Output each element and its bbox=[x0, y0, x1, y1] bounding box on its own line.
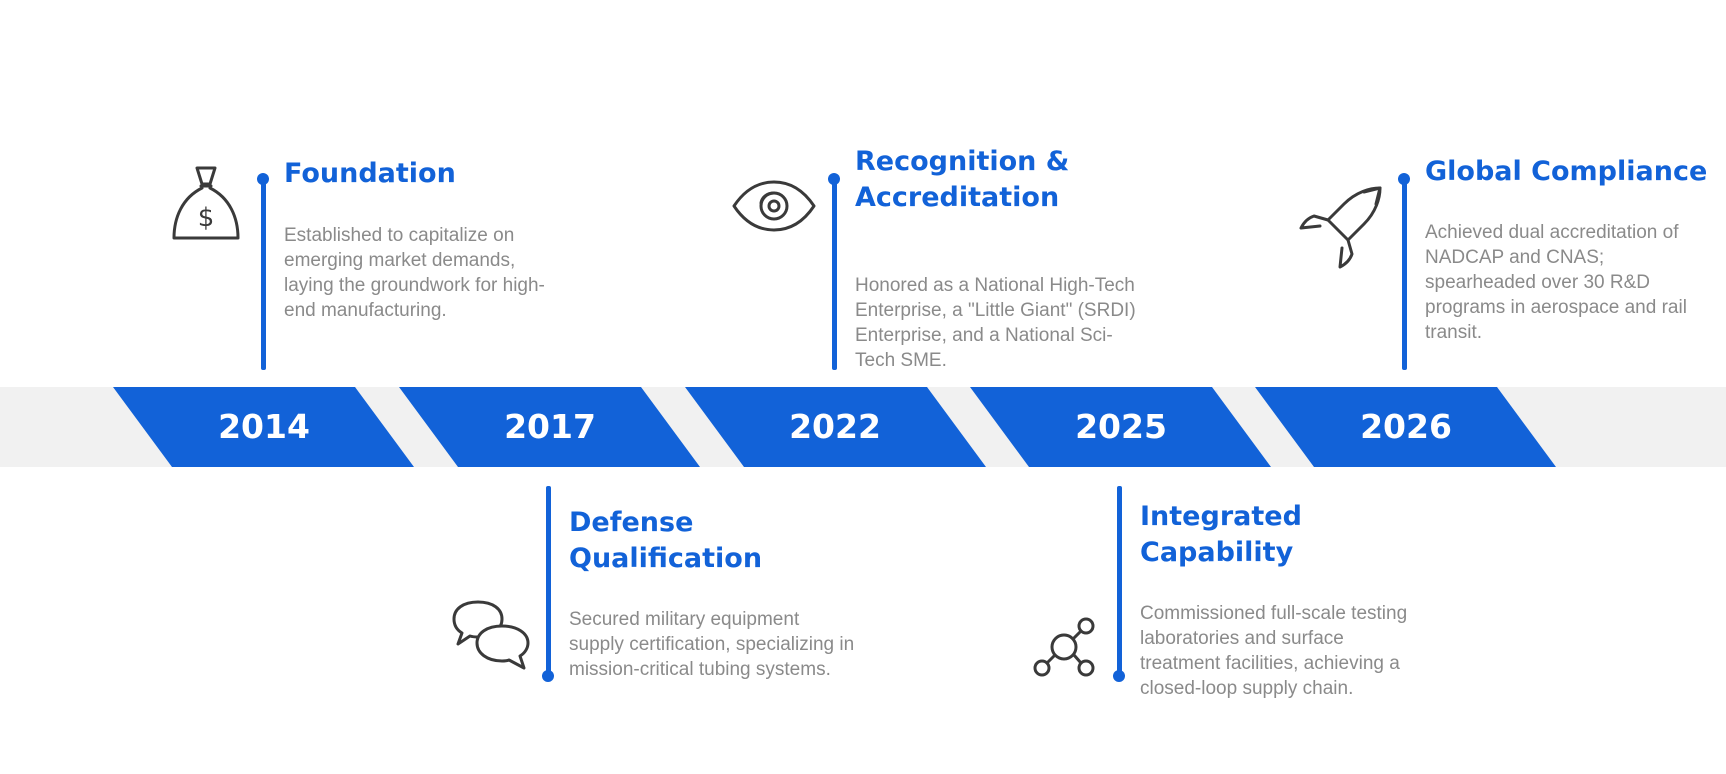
milestone-description: Achieved dual accreditation of NADCAP an… bbox=[1425, 222, 1687, 343]
chevron-2022 bbox=[685, 387, 986, 467]
svg-text:$: $ bbox=[198, 203, 215, 233]
connector-line bbox=[546, 486, 551, 675]
milestone-title: Foundation bbox=[284, 158, 456, 189]
connector-line bbox=[1402, 178, 1407, 370]
milestone-title: Integrated Capability bbox=[1140, 501, 1302, 568]
chevron-2014 bbox=[113, 387, 414, 467]
year-label: 2026 bbox=[1360, 407, 1452, 446]
year-label: 2022 bbox=[789, 407, 881, 446]
connector-dot bbox=[257, 173, 269, 185]
year-label: 2014 bbox=[218, 407, 310, 446]
eye-icon bbox=[732, 180, 816, 232]
milestone-description: Commissioned full-scale testing laborato… bbox=[1140, 603, 1408, 699]
year-label: 2017 bbox=[504, 407, 596, 446]
money-bag-icon: $ bbox=[170, 166, 242, 242]
connector-dot bbox=[1113, 670, 1125, 682]
network-nodes-icon bbox=[1032, 614, 1098, 680]
rocket-icon bbox=[1298, 184, 1384, 270]
milestone-description: Established to capitalize on emerging ma… bbox=[284, 225, 545, 321]
milestone-title: Recognition & Accreditation bbox=[855, 146, 1070, 213]
connector-line bbox=[261, 178, 266, 370]
connector-dot bbox=[542, 670, 554, 682]
connector-line bbox=[832, 178, 837, 370]
milestone-description: Secured military equipment supply certif… bbox=[569, 609, 855, 680]
chevron-2025 bbox=[970, 387, 1271, 467]
connector-dot bbox=[828, 173, 840, 185]
milestone-title: Global Compliance bbox=[1425, 156, 1708, 187]
milestone-title: Defense Qualification bbox=[569, 507, 763, 574]
chevron-2017 bbox=[399, 387, 700, 467]
milestone-description: Honored as a National High-Tech Enterpri… bbox=[855, 275, 1136, 371]
year-label: 2025 bbox=[1075, 407, 1167, 446]
chat-bubbles-icon bbox=[450, 598, 532, 674]
connector-line bbox=[1117, 486, 1122, 675]
connector-dot bbox=[1398, 173, 1410, 185]
chevron-2026 bbox=[1255, 387, 1556, 467]
